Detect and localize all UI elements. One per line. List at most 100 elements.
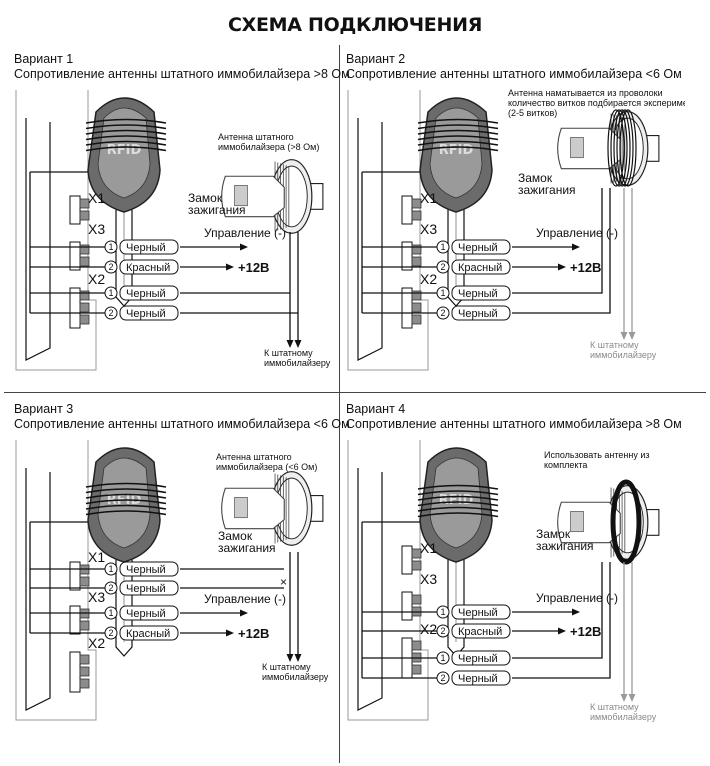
ignition-lock-icon	[221, 471, 324, 546]
coil-turn	[417, 129, 499, 135]
connector-label: X2	[420, 271, 437, 287]
connector-pin	[411, 664, 422, 675]
coil-turn	[417, 501, 499, 507]
immobilizer-label-line: К штатному	[590, 702, 639, 712]
pin-number-circle	[104, 562, 118, 576]
wire-label-text: Черный	[458, 308, 498, 320]
connector-pin	[411, 244, 422, 255]
arrow-icon	[620, 332, 628, 340]
connector-shell	[69, 605, 81, 635]
lock-tab	[310, 495, 324, 522]
lock-key-mark	[570, 511, 584, 533]
wire-label-box	[119, 605, 179, 621]
wire-label-text: Черный	[458, 653, 498, 665]
connector-pin	[79, 244, 90, 255]
coil-turn	[417, 118, 499, 124]
arrow-icon	[226, 629, 234, 637]
wire-label-box	[119, 625, 179, 641]
pin-number: 1	[108, 288, 113, 298]
pin-number-circle	[436, 605, 450, 619]
harness-bracket	[15, 90, 97, 371]
connector-pin	[411, 302, 422, 313]
connector-shell	[401, 241, 413, 271]
connector-pin	[79, 302, 90, 313]
lock-tab	[646, 135, 660, 162]
wire-label-box	[119, 561, 179, 577]
wire-label-text: Черный	[126, 242, 166, 254]
power-label: +12В	[238, 260, 269, 275]
pin-number-circle	[436, 286, 450, 300]
connector-icon	[401, 545, 422, 575]
immobilizer-label-line: иммобилайзеру	[590, 712, 657, 722]
pin-number-circle	[104, 260, 118, 274]
connector-shell	[69, 195, 81, 225]
coil-turn	[417, 135, 499, 141]
control-label: Управление (-)	[536, 226, 618, 240]
coil-turn	[417, 495, 499, 501]
wire-label-text: Черный	[126, 608, 166, 620]
control-label: Управление (-)	[204, 592, 286, 606]
wire-label-box	[451, 623, 511, 639]
connector-label: X3	[420, 221, 437, 237]
connector-pin	[79, 210, 90, 221]
wire-label-text: Черный	[458, 673, 498, 685]
pin-number-circle	[104, 581, 118, 595]
connector-label: X1	[88, 190, 105, 206]
pin-number-circle	[104, 240, 118, 254]
arrow-icon	[294, 340, 302, 348]
arrow-icon	[620, 694, 628, 702]
coil-turn	[417, 506, 499, 512]
connector-shell	[69, 241, 81, 271]
connector-pin	[79, 314, 90, 325]
antenna-feed-wire	[512, 562, 611, 679]
pin-number: 2	[108, 308, 113, 318]
immobilizer-label-line: иммобилайзеру	[262, 672, 329, 682]
variant-title: Вариант 1	[14, 52, 74, 66]
pin-number-circle	[436, 240, 450, 254]
lock-label-line: Замок	[188, 191, 223, 205]
wire-label: 1 Черный	[436, 285, 511, 301]
annotation-line: комплекта	[544, 460, 587, 470]
variant-subtitle: Сопротивление антенны штатного иммобилай…	[14, 67, 350, 81]
pin-number-circle	[436, 671, 450, 685]
lock-tab	[646, 509, 660, 536]
cut-mark: ×	[280, 575, 287, 589]
harness-inner-wire	[357, 118, 383, 361]
connector-pin	[79, 290, 90, 301]
pin-number: 1	[440, 288, 445, 298]
pin-number: 1	[108, 564, 113, 574]
lock-label-line: зажигания	[536, 539, 594, 553]
connector-icon	[401, 241, 422, 271]
horizontal-divider	[4, 392, 706, 393]
lock-label-line: Замок	[518, 171, 553, 185]
wire-label-text: Красный	[126, 628, 170, 640]
pin-number: 1	[440, 242, 445, 252]
wire-label-box	[119, 259, 179, 275]
pin-number-circle	[104, 306, 118, 320]
arrow-icon	[628, 694, 636, 702]
wire-label-text: Красный	[126, 262, 170, 274]
rfid-label: RFID	[107, 143, 142, 158]
connector-icon	[69, 605, 90, 635]
wire-label-text: Черный	[458, 288, 498, 300]
pin-number-circle	[104, 626, 118, 640]
wire-label-text: Черный	[126, 583, 166, 595]
harness-inner-wire	[25, 118, 51, 361]
arrow-icon	[240, 609, 248, 617]
connector-pin	[79, 654, 90, 665]
connector-label: X1	[420, 190, 437, 206]
